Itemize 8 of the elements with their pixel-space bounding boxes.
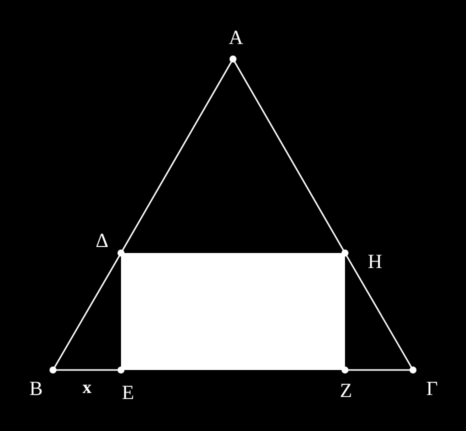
point-label: Γ xyxy=(426,379,438,399)
point-label: Η xyxy=(368,252,382,272)
point-label: Δ xyxy=(96,231,108,251)
filled-rectangle xyxy=(121,253,345,370)
point-label: Α xyxy=(228,28,244,48)
point-label: Β xyxy=(29,379,43,399)
point-label: Ε xyxy=(122,383,134,403)
point-label: Ζ xyxy=(340,381,352,401)
